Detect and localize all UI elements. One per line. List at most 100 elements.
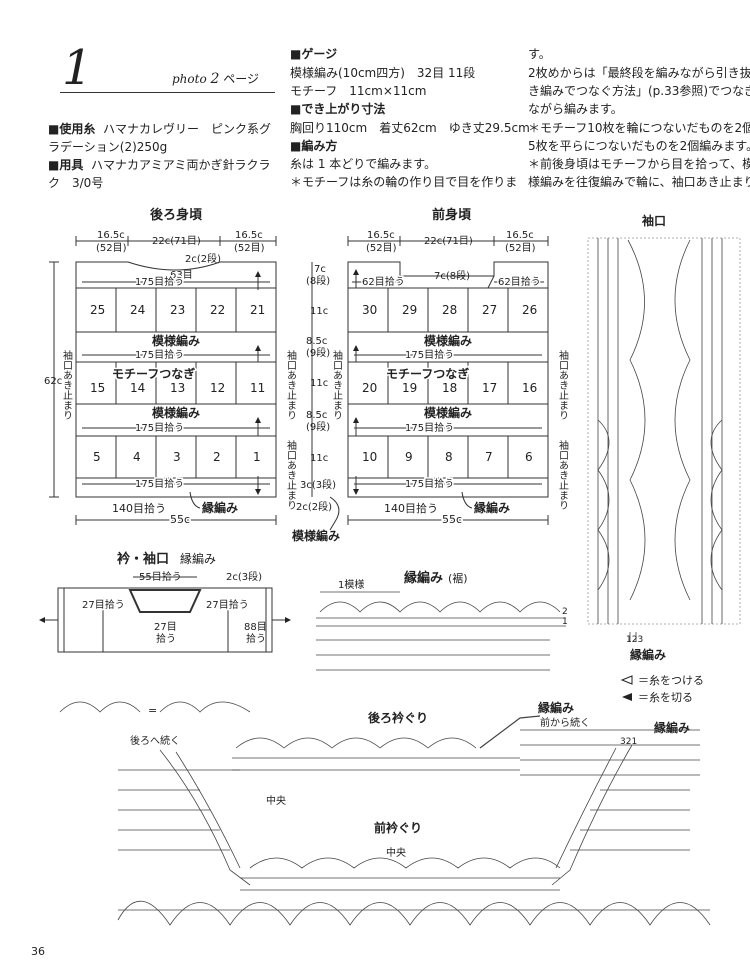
cdim-3b: (9段) xyxy=(306,346,330,359)
collar-rows: 2c(3段) xyxy=(226,570,262,583)
front-armhole-right2: 袖口あき止まり xyxy=(557,439,569,510)
back-motif-24: 24 xyxy=(130,303,145,317)
back-pattern-2: 模様編み xyxy=(152,405,200,420)
method-line2: ＊モチーフは糸の輪の作り目で目を作りま xyxy=(290,175,518,189)
sleeve-chart: 袖口 123 縁編み xyxy=(587,213,741,662)
back-motif-14: 14 xyxy=(130,381,145,395)
back-armhole-right2: 袖口あき止まり xyxy=(285,439,297,510)
back-dim-left2: (52目) xyxy=(96,243,127,254)
back-pick175-3: 175目拾う xyxy=(135,421,184,434)
front-pick140: 140目拾う xyxy=(384,501,438,515)
back-pick140: 140目拾う xyxy=(112,501,166,515)
legend-attach: ＝糸をつける xyxy=(638,674,704,687)
back-motif-1: 1 xyxy=(253,450,261,464)
sleeve-title: 袖口 xyxy=(642,213,666,228)
front-pick62-left: 62目拾う xyxy=(362,275,405,288)
front-motif-29: 29 xyxy=(402,303,417,317)
cdim-5b: (9段) xyxy=(306,420,330,433)
front-motif-10: 10 xyxy=(362,450,377,464)
back-neck-sts: 63目 xyxy=(170,270,193,281)
front-dim-left: 16.5c xyxy=(367,230,395,241)
cdim-4: 11c xyxy=(310,378,328,389)
front-dim-mid: 22c(71目) xyxy=(424,236,473,247)
method-cont-4: ながら編みます。 xyxy=(528,102,623,116)
legend-cut: ＝糸を切る xyxy=(638,691,693,704)
back-motif-2: 2 xyxy=(213,450,221,464)
back-motif-23: 23 xyxy=(170,303,185,317)
front-title: 前身頃 xyxy=(432,207,472,223)
cdim-1b: (8段) xyxy=(306,274,330,287)
page-number: 36 xyxy=(31,945,45,958)
front-pattern-2: 模様編み xyxy=(424,405,472,420)
front-motif-30: 30 xyxy=(362,303,377,317)
sleeve-rows: 123 xyxy=(626,635,643,645)
front-motif-numbers: 30 29 28 27 26 20 19 18 17 16 10 9 8 7 6 xyxy=(362,303,537,464)
neck-from-front: 前から続く xyxy=(540,716,590,729)
front-motif-19: 19 xyxy=(402,381,417,395)
front-dim-right2: (52目) xyxy=(505,243,536,254)
front-edge: 縁編み xyxy=(474,500,510,515)
collar-diagram: 衿・袖口 縁編み 55目拾う 2c(3段) 27目拾う 27目拾う 27目 拾う… xyxy=(39,551,291,653)
yarn-text1: ハマナカレヴリー ピンク系グ xyxy=(102,122,271,136)
method-cont-3: き編みでつなぐ方法」(p.33参照)でつなぎ xyxy=(528,84,750,98)
gauge-line2: モチーフ 11cm×11cm xyxy=(290,84,427,98)
neck-front-title: 前衿ぐり xyxy=(374,820,422,835)
tool-text1: ハマナカアミアミ両かぎ針ラクラ xyxy=(90,158,271,172)
tool-line2: ク 3/0号 xyxy=(48,176,104,190)
back-edge: 縁編み xyxy=(202,500,238,515)
front-pick175-1: 175目拾う xyxy=(405,348,454,361)
yarn-line2: ラデーション(2)250g xyxy=(48,140,168,154)
back-dim-right2: (52目) xyxy=(234,243,265,254)
front-dim-left2: (52目) xyxy=(366,243,397,254)
method-cont-8: 様編みを往復編みで輪に、袖口あき止まり xyxy=(528,175,750,189)
front-motif-7: 7 xyxy=(485,450,493,464)
front-motif-17: 17 xyxy=(482,381,497,395)
front-motif-28: 28 xyxy=(442,303,457,317)
back-motif-22: 22 xyxy=(210,303,225,317)
collar-pick27c: 27目 xyxy=(154,622,177,633)
front-pattern-1: 模様編み xyxy=(424,333,472,348)
center-dims: 7c (8段) 11c 8.5c (9段) 11c 8.5c (9段) 11c … xyxy=(292,262,340,543)
collar-pick27c2: 拾う xyxy=(156,632,176,645)
back-dim-mid: 22c(71目) xyxy=(152,236,201,247)
legend: ＝糸をつける ＝糸を切る xyxy=(620,674,704,704)
gauge-line1: 模様編み(10cm四方) 32目 11段 xyxy=(290,66,476,80)
back-dim-right: 16.5c xyxy=(235,230,263,241)
back-motif-3: 3 xyxy=(173,450,181,464)
front-pick175-2: 175目拾う xyxy=(405,421,454,434)
collar-pick27a: 27目拾う xyxy=(82,598,125,611)
hem-title-paren: (裾) xyxy=(448,571,468,585)
back-pick175-4: 175目拾う xyxy=(135,477,184,490)
front-dim-right: 16.5c xyxy=(506,230,534,241)
front-motif-8: 8 xyxy=(445,450,453,464)
tool-label: ■用具 xyxy=(48,158,84,172)
method-line1: 糸は 1 本どりで編みます。 xyxy=(290,157,437,171)
back-dim-left: 16.5c xyxy=(97,230,125,241)
front-armhole-left: 袖口あき止まり xyxy=(331,349,343,420)
method-cont-1: す。 xyxy=(528,47,551,61)
back-motif-21: 21 xyxy=(250,303,265,317)
photo-num: 2 xyxy=(210,71,220,87)
back-motif-numbers: 25 24 23 22 21 15 14 13 12 11 5 4 3 2 1 xyxy=(90,303,265,464)
front-armhole-right: 袖口あき止まり xyxy=(557,349,569,420)
front-motif-16: 16 xyxy=(522,381,537,395)
front-width: 55c xyxy=(442,513,462,526)
size-line: 胸回り110cm 着丈62cm ゆき丈29.5cm xyxy=(290,121,530,135)
front-motif-6: 6 xyxy=(525,450,533,464)
neck-edge1: 縁編み xyxy=(538,700,574,715)
photo-suffix: ページ xyxy=(223,72,260,86)
cdim-6: 11c xyxy=(310,453,328,464)
neck-row-nums: 321 xyxy=(620,737,637,747)
cdim-7: 3c(3段) xyxy=(300,478,336,491)
front-motif-9: 9 xyxy=(405,450,413,464)
size-title: ■でき上がり寸法 xyxy=(290,102,386,116)
back-pattern-1: 模様編み xyxy=(152,333,200,348)
back-neck-drop: 2c(2段) xyxy=(185,252,221,265)
pattern-number: 1 xyxy=(62,40,93,96)
method-cont-7: ＊前後身頃はモチーフから目を拾って、模 xyxy=(528,157,750,171)
front-motif-20: 20 xyxy=(362,381,377,395)
hem-row1: 1 xyxy=(562,617,568,627)
cdim-pattern-bottom: 模様編み xyxy=(292,528,340,543)
